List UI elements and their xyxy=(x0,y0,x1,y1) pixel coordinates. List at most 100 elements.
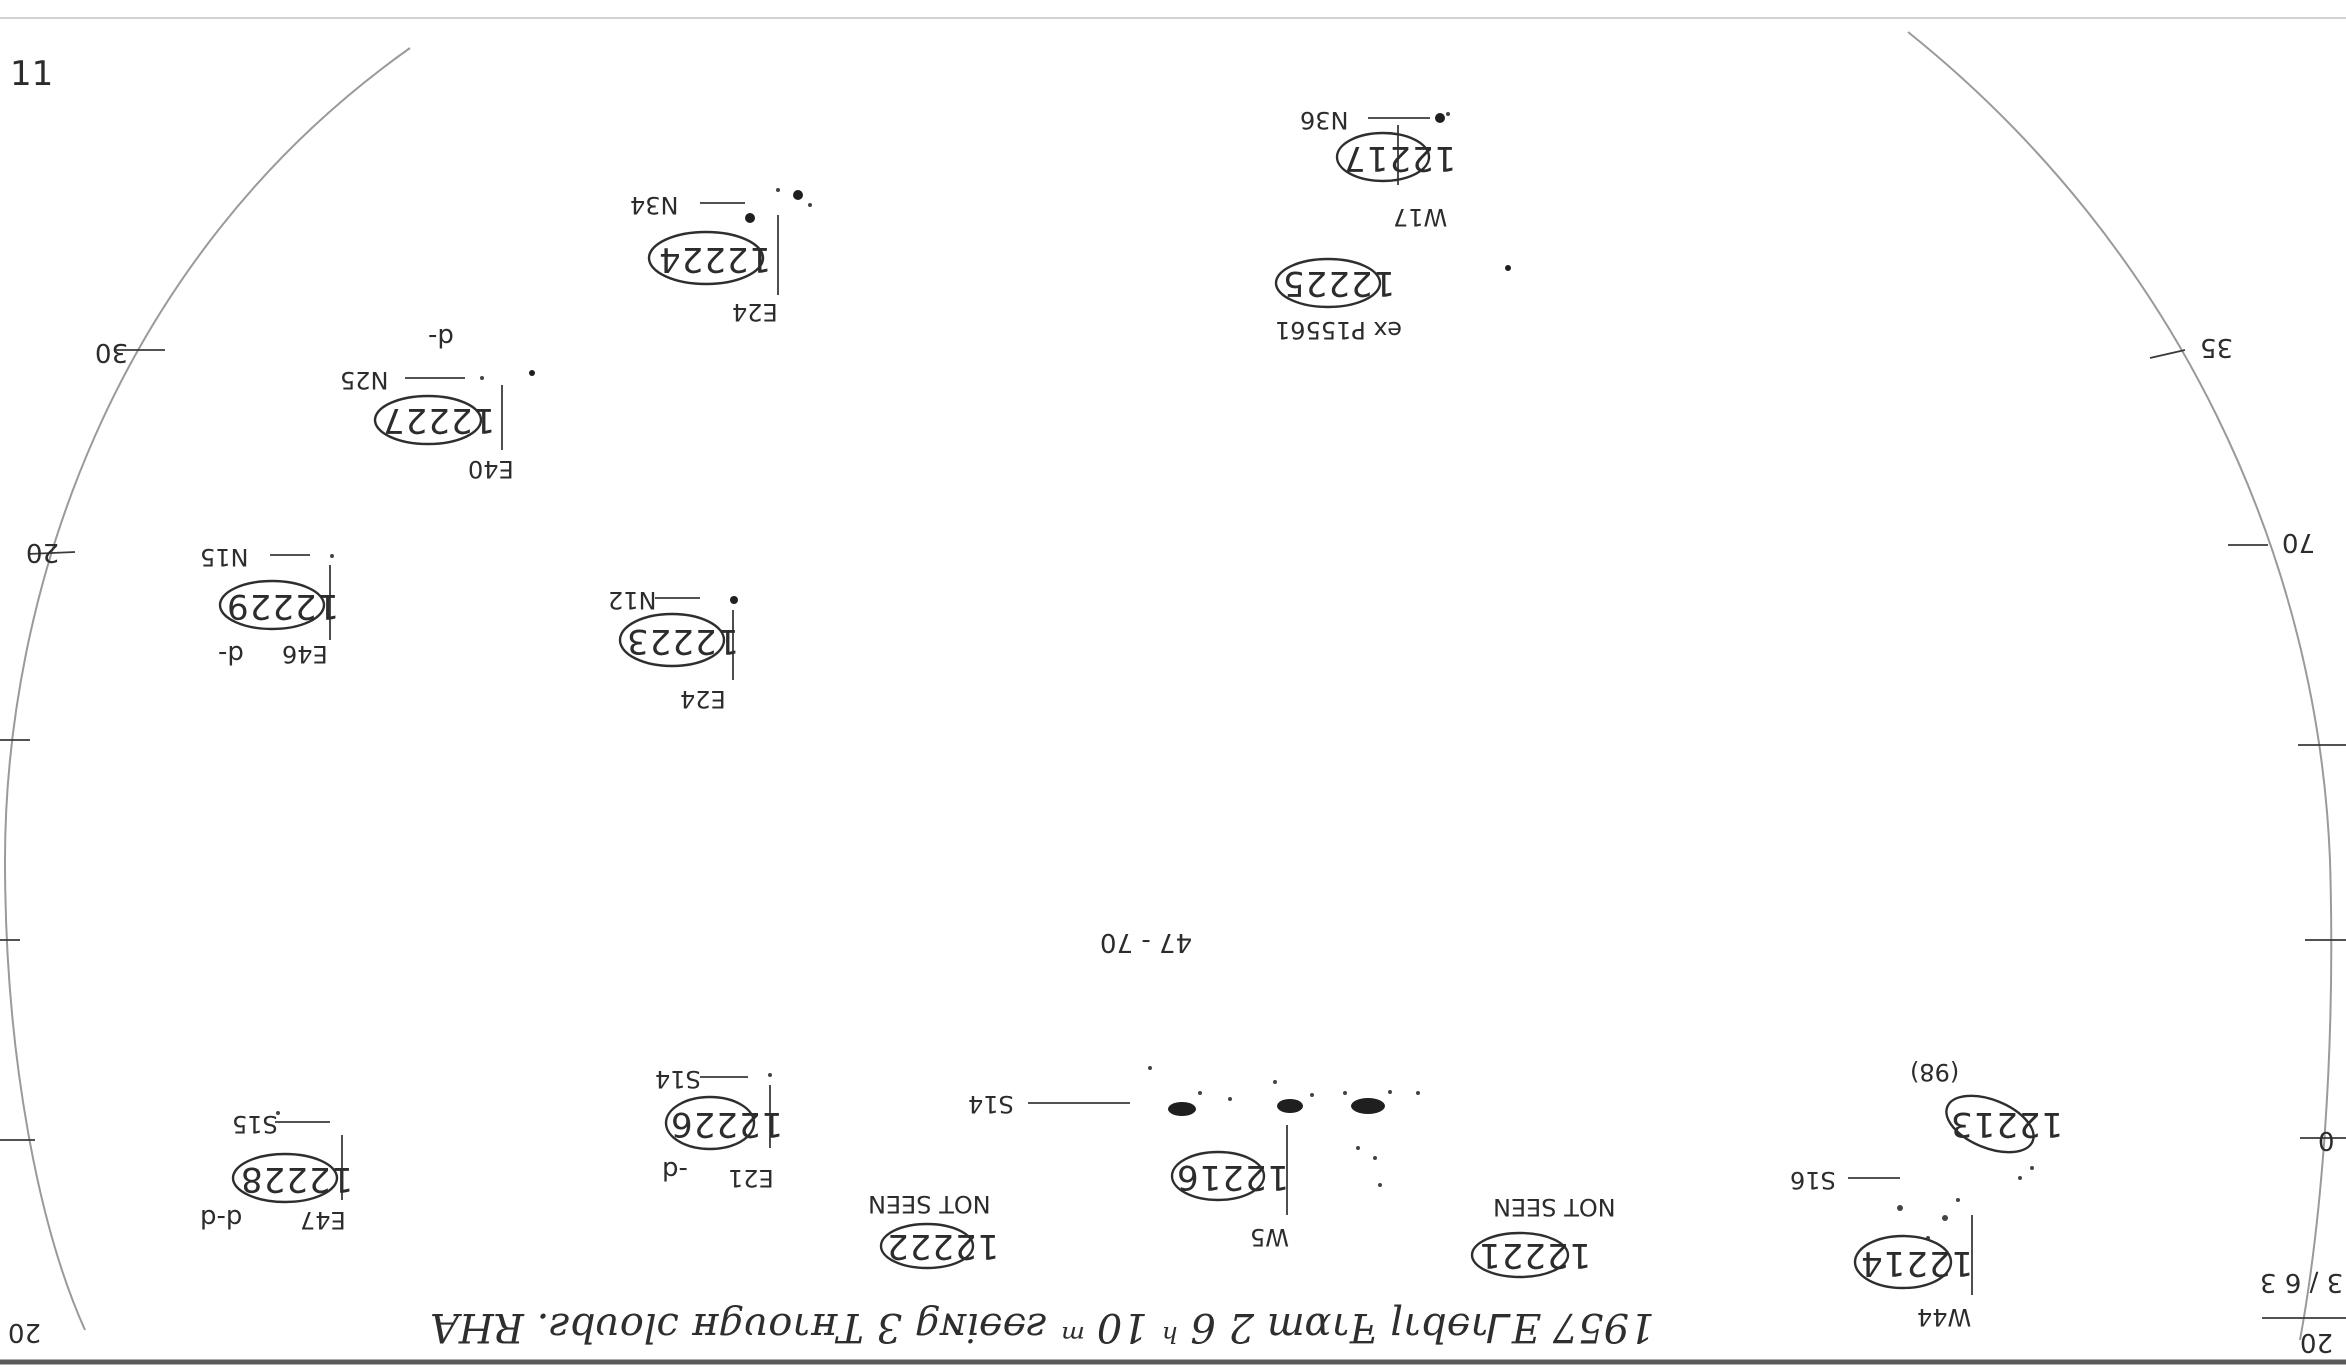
region-12227-lat: N25 xyxy=(340,366,389,394)
penumbra-dot xyxy=(1343,1091,1347,1095)
penumbra-dot xyxy=(1228,1097,1232,1101)
region-12224-number: 12224 xyxy=(658,239,771,279)
penumbra-dot xyxy=(1897,1205,1903,1211)
region-12224: N34 12224 E24 xyxy=(630,188,812,326)
region-12221-note: NOT SEEN xyxy=(1493,1193,1616,1221)
region-12228-note: d-d xyxy=(200,1203,242,1233)
region-12216-lat: S14 xyxy=(968,1090,1014,1118)
penumbra-dot xyxy=(2030,1166,2034,1170)
region-12213-number: 12213 xyxy=(1950,1104,2063,1144)
sunspot xyxy=(330,554,334,558)
limb-label-right-1: 35 xyxy=(2200,332,2233,362)
penumbra-dot xyxy=(808,203,812,207)
region-12228: S15 12228 E47 d-d xyxy=(200,1110,353,1234)
region-12226-lat: S14 xyxy=(655,1065,701,1093)
region-12217-oval xyxy=(1335,131,1431,183)
sunspot xyxy=(745,213,755,223)
region-12226-note: -d xyxy=(662,1155,688,1185)
sunspot xyxy=(1505,265,1511,271)
region-12216: S14 12216 W5 xyxy=(968,1066,1420,1251)
region-12229-lat: N15 xyxy=(200,543,249,571)
sheet-caption: 1957 Ǝ⅃ɿɘbɿꞁ ꟻɿɒm 2 6 ʰ 10 ᵐ ꙅɘɘiɴg 3 Tʜ… xyxy=(430,1304,1655,1350)
center-label: 47 - 70 xyxy=(1100,927,1192,957)
region-12213-note: (98) xyxy=(1910,1058,1959,1086)
region-12217: N36 12217 W17 xyxy=(1300,106,1456,231)
region-12225: 12225 ex P15561 xyxy=(1274,257,1511,344)
region-12223: N12 12223 E24 xyxy=(608,586,739,713)
region-12222-number: 12222 xyxy=(886,1226,999,1266)
region-12214-oval xyxy=(1853,1234,1953,1290)
penumbra-dot xyxy=(1956,1198,1960,1202)
region-12224-lon: E24 xyxy=(732,298,778,326)
region-12214: S16 12214 W44 xyxy=(1790,1166,1973,1331)
region-12216-lon: W5 xyxy=(1250,1223,1289,1251)
solar-limb-arc-right xyxy=(1907,31,2333,1341)
sunspot xyxy=(529,370,535,376)
region-12213: 12213 (98) xyxy=(1910,1058,2063,1180)
sunspot xyxy=(768,1073,772,1077)
region-12229-oval xyxy=(218,579,326,631)
region-12225-oval xyxy=(1274,257,1382,309)
region-12225-number: 12225 xyxy=(1282,263,1395,303)
penumbra-dot xyxy=(1148,1066,1152,1070)
sunspot-umbra xyxy=(1351,1098,1385,1114)
limb-label-left-1: 30 xyxy=(95,337,128,367)
region-12225-note: ex P15561 xyxy=(1275,316,1402,344)
penumbra-dot xyxy=(1416,1091,1420,1095)
corner-fraction-bottom: 20 xyxy=(2300,1327,2333,1357)
region-12227-oval xyxy=(373,394,483,446)
region-12217-number: 12217 xyxy=(1343,138,1456,178)
region-12222-oval xyxy=(879,1222,975,1270)
limb-label-right-2: 70 xyxy=(2282,527,2315,557)
penumbra-dot xyxy=(1198,1091,1202,1095)
region-12221-oval xyxy=(1470,1231,1570,1279)
corner-fraction-top: 1 3 / 6 3 xyxy=(2260,1267,2346,1297)
region-12226: S14 12226 E21 -d xyxy=(655,1065,783,1192)
region-12227-lon: E40 xyxy=(468,455,514,483)
penumbra-dot xyxy=(1942,1215,1948,1221)
sunspot-umbra xyxy=(1168,1102,1196,1116)
penumbra-dot xyxy=(776,188,780,192)
region-12229-note: d- xyxy=(218,639,244,669)
region-12223-oval xyxy=(618,612,726,668)
sunspot-umbra xyxy=(1277,1099,1303,1113)
penumbra-dot xyxy=(1373,1156,1377,1160)
region-12222: NOT SEEN 12222 xyxy=(868,1190,999,1270)
limb-label-right-5: 0 xyxy=(2318,1125,2335,1155)
penumbra-dot xyxy=(1273,1080,1277,1084)
region-12214-lon: W44 xyxy=(1917,1303,1971,1331)
region-12224-oval xyxy=(647,230,765,286)
region-12217-lat: N36 xyxy=(1300,106,1349,134)
region-12221-number: 12221 xyxy=(1478,1235,1591,1275)
sunspot xyxy=(730,596,738,604)
region-12228-lon: E47 xyxy=(300,1206,346,1234)
limb-tick-labels: 30 20 20 35 70 0 xyxy=(8,332,2335,1347)
region-12217-lon: W17 xyxy=(1393,203,1447,231)
region-12226-oval xyxy=(664,1095,756,1151)
corner-mark: 11 xyxy=(10,54,53,94)
region-12223-number: 12223 xyxy=(626,621,739,661)
penumbra-dot xyxy=(1356,1146,1360,1150)
region-12216-oval xyxy=(1170,1150,1266,1202)
penumbra-dot xyxy=(1310,1093,1314,1097)
region-12224-lat: N34 xyxy=(630,191,679,219)
region-12213-oval xyxy=(1945,1094,2035,1154)
region-12221: NOT SEEN 12221 xyxy=(1470,1193,1616,1279)
solar-limb-arc xyxy=(3,47,411,1331)
limb-ticks-right xyxy=(2149,349,2346,1139)
region-12227-number: 12227 xyxy=(382,400,495,440)
region-12227-note: d- xyxy=(428,322,454,352)
region-12214-number: 12214 xyxy=(1860,1243,1973,1283)
region-12229-number: 12229 xyxy=(226,586,339,626)
region-12216-number: 12216 xyxy=(1176,1157,1289,1197)
region-12229-lon: E46 xyxy=(282,640,328,668)
region-12228-number: 12228 xyxy=(240,1159,353,1199)
region-12223-lon: E24 xyxy=(680,685,726,713)
penumbra-dot xyxy=(2018,1176,2022,1180)
region-12227: N25 d- 12227 E40 xyxy=(340,322,535,483)
penumbra-dot xyxy=(1388,1090,1392,1094)
sunspot xyxy=(1435,113,1445,123)
region-12229: N15 12229 E46 d- xyxy=(200,543,339,669)
sunspot xyxy=(793,190,803,200)
